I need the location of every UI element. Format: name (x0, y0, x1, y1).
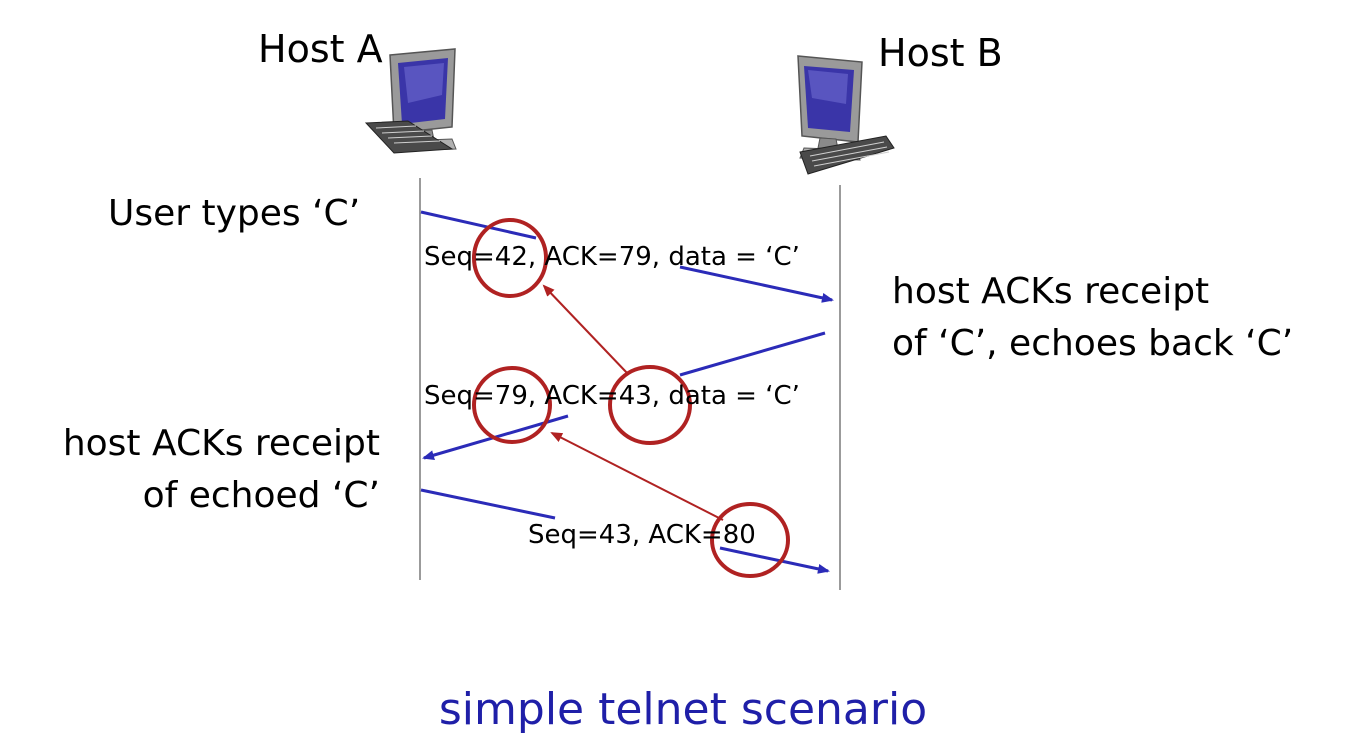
segment-3-arrow-part-2 (719, 546, 830, 574)
host-a-ack-line-2: of echoed ‘C’ (142, 475, 380, 517)
diagram-caption: simple telnet scenario (438, 684, 928, 735)
segment-2-label: Seq=79, ACK=43, data = ‘C’ (424, 381, 800, 411)
highlight-circle-seq-79 (472, 366, 552, 444)
host-b-ack-line-2: of ‘C’, echoes back ‘C’ (892, 323, 1294, 365)
host-b-computer-icon (797, 55, 895, 175)
host-a-computer-icon (364, 48, 457, 154)
host-a-ack-line-1: host ACKs receipt (62, 423, 380, 464)
host-b-ack-note: host ACKs receipt of ‘C’, echoes back ‘C… (892, 266, 1293, 370)
highlight-circle-ack-43 (608, 365, 692, 445)
segment-1-arrow-part-2 (679, 265, 834, 303)
segment-2-arrow-part-1 (679, 331, 826, 377)
host-b-label: Host B (878, 31, 1003, 75)
segment-3-arrow-part-1 (420, 488, 556, 520)
host-a-ack-note: host ACKs receipt of echoed ‘C’ (38, 418, 380, 522)
ack-43-to-seq-42-arrow (542, 284, 629, 375)
segment-1-label: Seq=42, ACK=79, data = ‘C’ (424, 242, 800, 272)
highlight-circle-seq-42 (472, 218, 548, 298)
highlight-circle-ack-80 (710, 502, 790, 578)
ack-80-to-seq-79-arrow (550, 432, 724, 521)
user-types-note: User types ‘C’ (108, 193, 361, 234)
segment-3-label: Seq=43, ACK=80 (528, 520, 756, 550)
host-a-label: Host A (258, 27, 383, 71)
segment-1-arrow-part-1 (420, 210, 537, 240)
host-b-ack-line-1: host ACKs receipt (892, 271, 1210, 312)
